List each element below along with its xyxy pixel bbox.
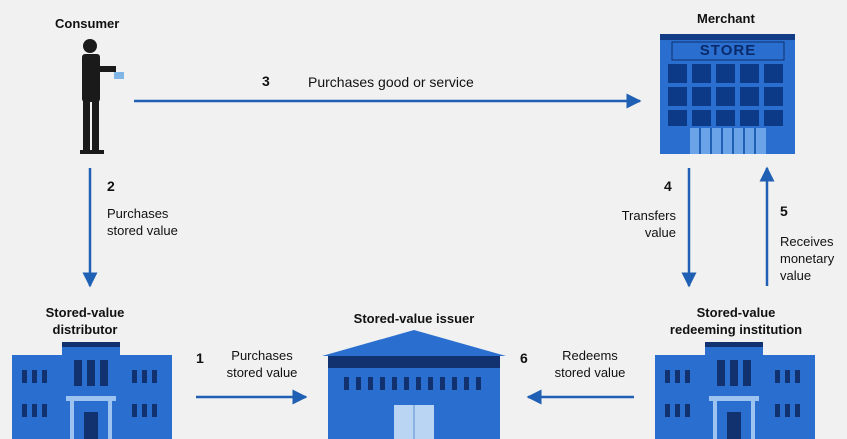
redeeming-building-icon [655, 342, 815, 439]
step-6-text: Redeems stored value [540, 347, 640, 381]
step-4-line2: value [644, 225, 676, 240]
distributor-label-line2: distributor [52, 322, 118, 337]
distributor-label-line1: Stored-value [45, 305, 125, 320]
step-5-number: 5 [780, 203, 788, 219]
step-3-text: Purchases good or service [308, 74, 474, 90]
step-2-text: Purchases stored value [107, 205, 178, 239]
consumer-label: Consumer [55, 16, 120, 31]
step-2-number: 2 [107, 178, 115, 194]
redeeming-label: Stored-value redeeming institution [656, 304, 816, 338]
step-6-line1: Redeems [562, 348, 618, 363]
redeeming-label-line2: redeeming institution [669, 322, 803, 337]
step-5-line1: Receives [780, 234, 834, 249]
step-4-number: 4 [664, 178, 672, 194]
step-1-line2: stored value [226, 365, 298, 380]
step-5-text: Receives monetary value [780, 233, 834, 284]
step-4-text: Transfers value [592, 207, 676, 241]
step-4-line1: Transfers [621, 208, 676, 223]
step-5-line2: monetary [780, 251, 835, 266]
step-2-line1: Purchases [107, 206, 169, 221]
distributor-label: Stored-value distributor [30, 304, 140, 338]
distributor-building-icon [12, 342, 172, 439]
merchant-label: Merchant [697, 11, 755, 26]
step-2-line2: stored value [107, 223, 178, 238]
merchant-store-icon [660, 34, 795, 154]
step-6-number: 6 [520, 350, 528, 366]
consumer-figure-icon [80, 39, 124, 154]
redeeming-label-line1: Stored-value [696, 305, 776, 320]
issuer-building-icon [322, 330, 506, 439]
step-3-number: 3 [262, 73, 270, 89]
issuer-label: Stored-value issuer [353, 311, 475, 326]
step-1-line1: Purchases [231, 348, 293, 363]
step-5-line3: value [780, 268, 812, 283]
step-6-line2: stored value [554, 365, 626, 380]
step-1-number: 1 [196, 350, 204, 366]
store-sign: STORE [699, 42, 757, 59]
step-1-text: Purchases stored value [212, 347, 312, 381]
